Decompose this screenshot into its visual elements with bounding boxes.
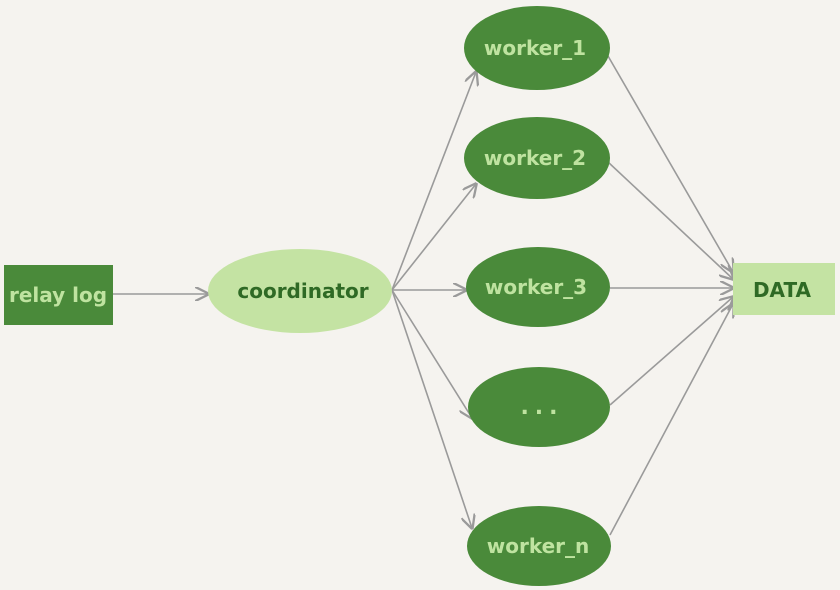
- edge-coordinator-to-worker-n: [391, 289, 472, 528]
- worker-n-node: worker_n: [467, 506, 611, 586]
- worker-2-node: worker_2: [464, 117, 610, 199]
- edge-worker-n-to-data: [609, 304, 733, 536]
- relay-log-label: relay log: [9, 283, 107, 307]
- edge-coordinator-to-worker-1: [391, 72, 476, 291]
- relay-log-node: relay log: [4, 265, 113, 325]
- worker-3-label: worker_3: [485, 275, 587, 299]
- edge-worker-1-to-data: [607, 55, 733, 272]
- coordinator-node: coordinator: [208, 249, 392, 333]
- worker-1-label: worker_1: [484, 36, 586, 60]
- worker-dots-label: ...: [520, 395, 563, 420]
- edge-worker-2-to-data: [607, 161, 733, 279]
- worker-1-node: worker_1: [464, 6, 610, 90]
- worker-2-label: worker_2: [484, 146, 586, 170]
- edge-worker-dots-to-data: [609, 297, 733, 406]
- edges: [113, 55, 733, 536]
- worker-dots-node: ...: [468, 367, 610, 447]
- coordinator-label: coordinator: [237, 279, 368, 303]
- edge-coordinator-to-worker-dots: [391, 289, 472, 418]
- worker-3-node: worker_3: [466, 247, 610, 327]
- data-label: DATA: [753, 278, 812, 302]
- worker-n-label: worker_n: [487, 534, 590, 558]
- data-node: DATA: [733, 263, 835, 315]
- edge-coordinator-to-worker-2: [391, 184, 476, 291]
